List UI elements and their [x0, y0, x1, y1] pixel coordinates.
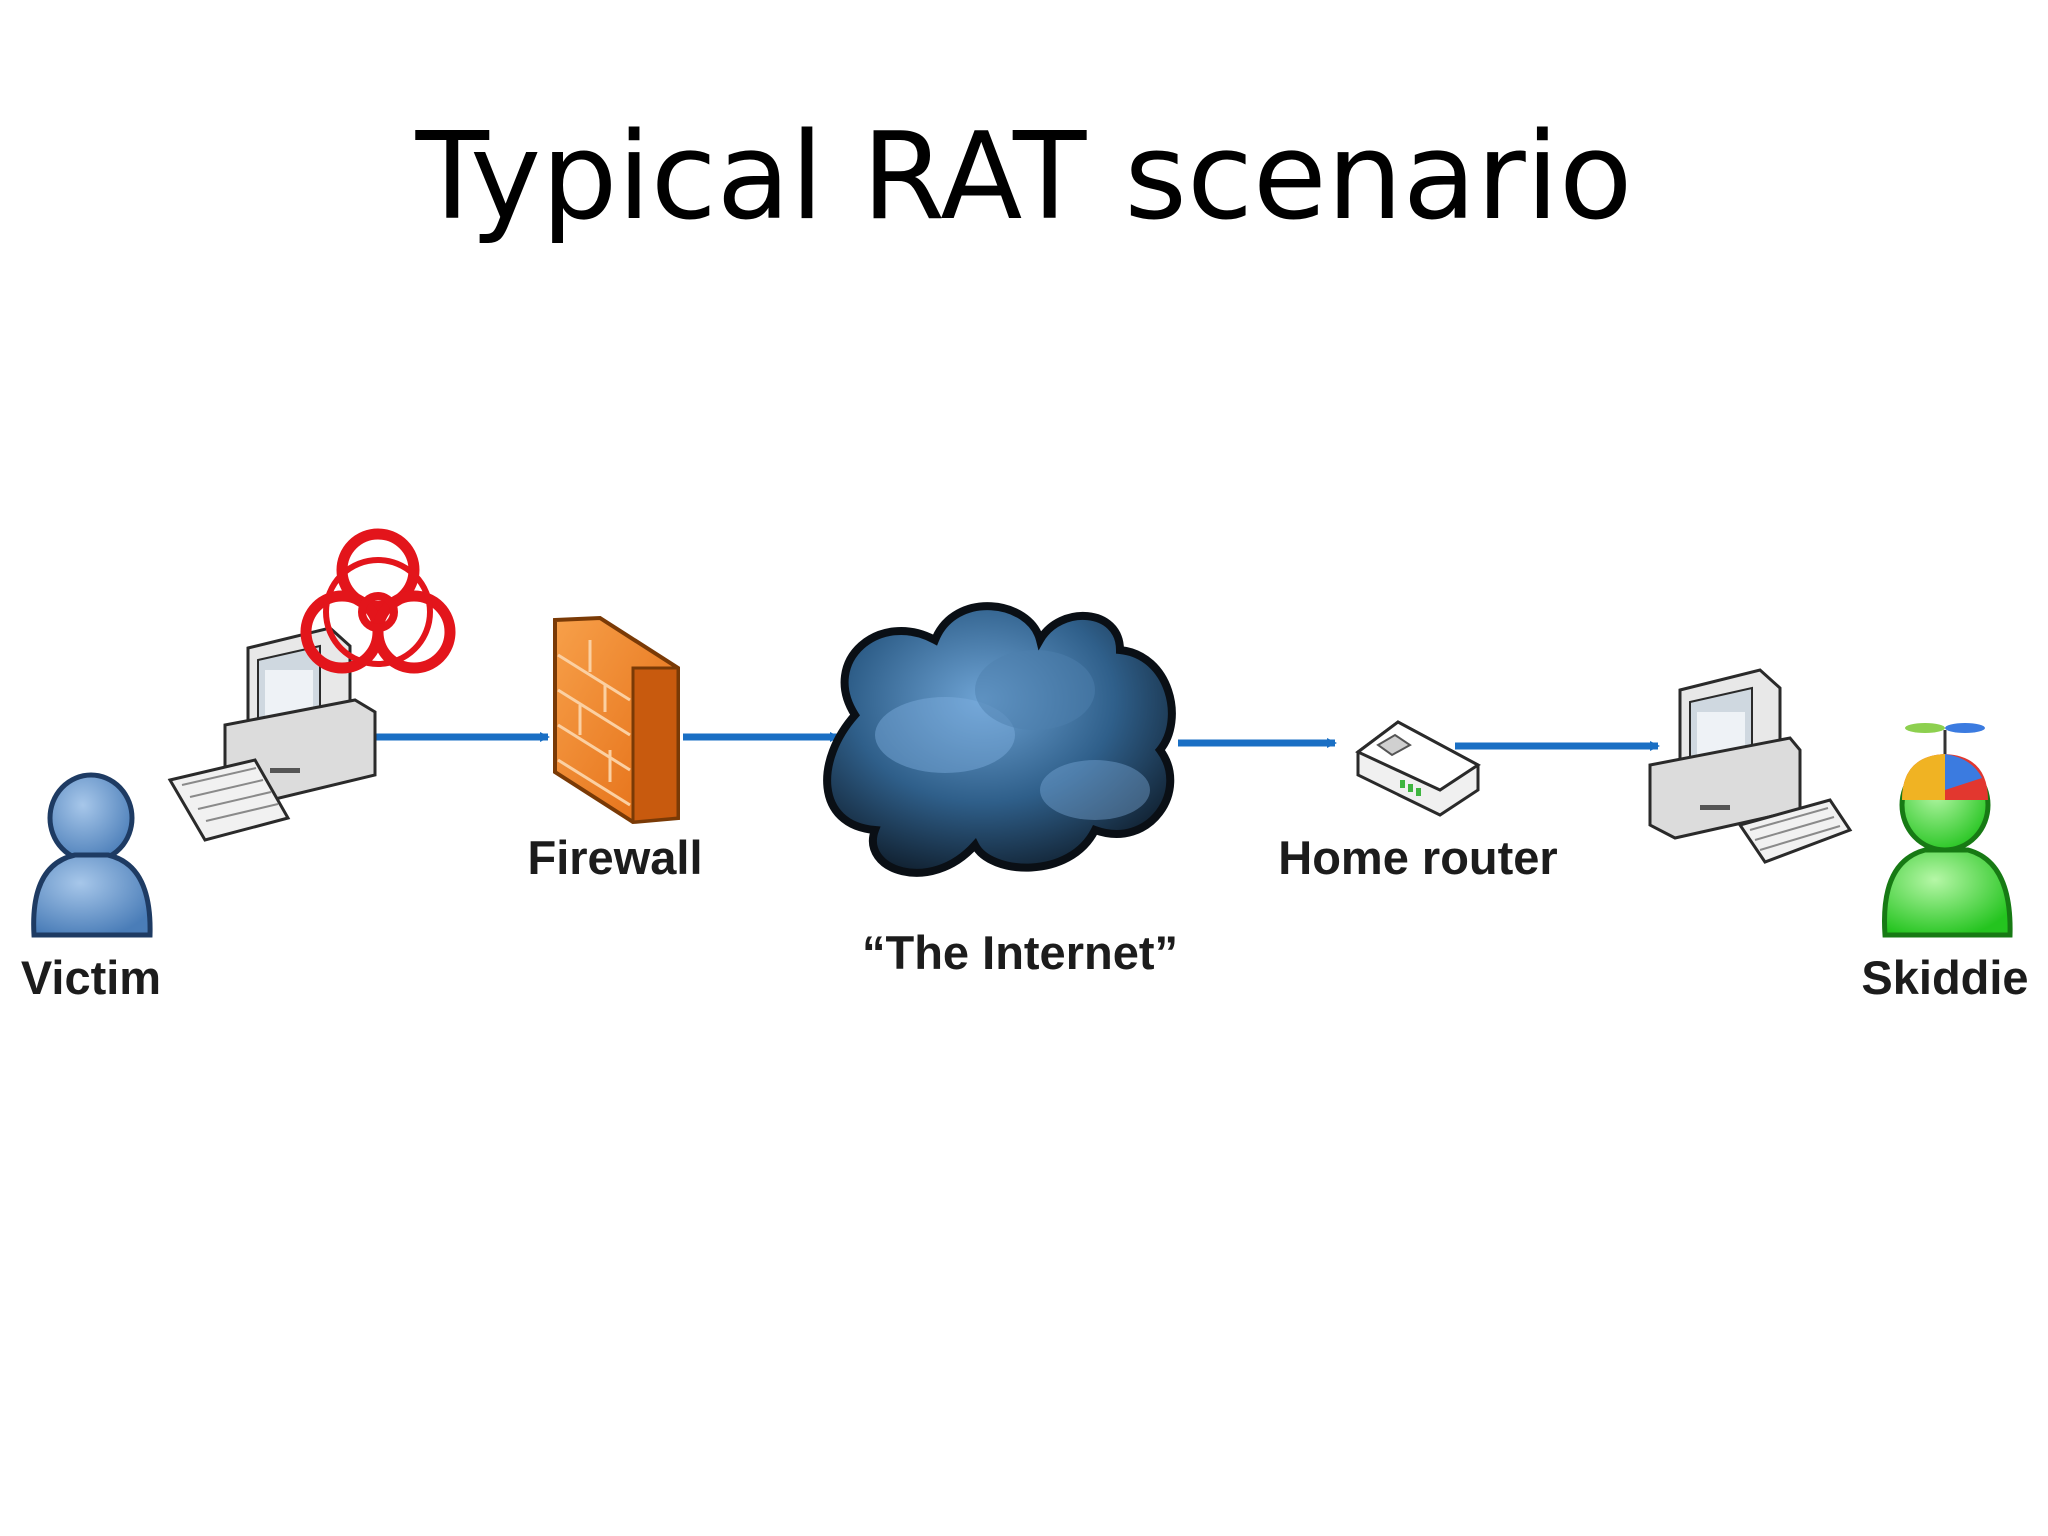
infected-computer-icon [167, 626, 377, 842]
skiddie-label: Skiddie [1861, 951, 2029, 1004]
user-icon [31, 772, 153, 938]
cloud-icon [823, 602, 1176, 877]
slide-title: Typical RAT scenario [415, 108, 1633, 247]
victim-label: Victim [20, 951, 162, 1004]
firewall-label: Firewall [527, 831, 703, 884]
biohazard-icon [300, 528, 456, 674]
internet-label: “The Internet” [862, 926, 1178, 979]
router-icon [1355, 720, 1481, 817]
connection-arrows [372, 732, 1660, 751]
computer-icon [1648, 668, 1853, 864]
router-label: Home router [1278, 831, 1558, 884]
user-propeller-hat-icon [1882, 723, 2013, 938]
firewall-icon [553, 615, 680, 825]
